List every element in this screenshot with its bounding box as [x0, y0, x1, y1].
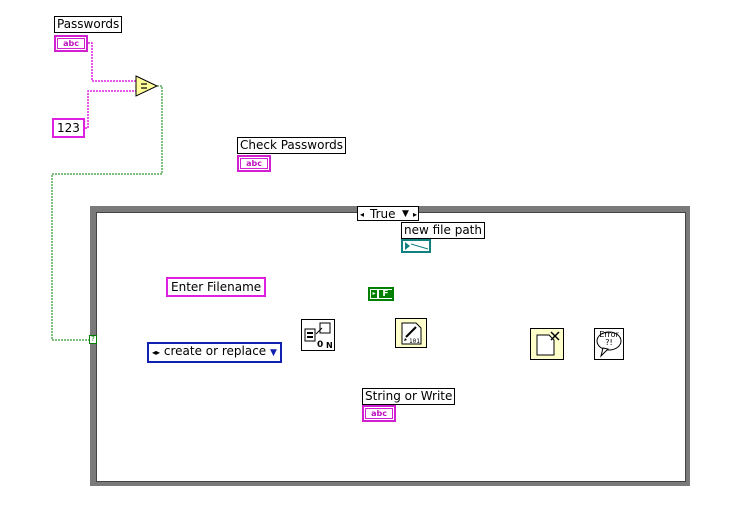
close-file-icon — [536, 331, 560, 356]
create-or-replace-value: create or replace — [163, 344, 267, 358]
open-create-replace-file-node[interactable]: 0 N — [301, 319, 335, 351]
passwords-wire — [82, 42, 137, 82]
write-binary-file-node[interactable]: 101 — [395, 318, 427, 348]
case-selector-value: True — [370, 207, 396, 221]
constant-123-wire — [82, 90, 137, 129]
false-constant-value: F — [379, 290, 392, 299]
error-handler-text: Error ?! — [599, 330, 619, 347]
enum-dropdown-icon[interactable]: ▼ — [270, 348, 277, 358]
close-file-node[interactable] — [530, 328, 564, 360]
check-passwords-terminal[interactable]: abc — [237, 155, 271, 172]
string-or-write-label: String or Write — [362, 388, 456, 405]
open-file-icon: 0 N — [304, 322, 333, 350]
passwords-label: Passwords — [54, 16, 123, 33]
boolean-icon: ▸ — [371, 290, 377, 298]
equal-output-wire — [51, 85, 163, 341]
check-passwords-label: Check Passwords — [237, 137, 347, 154]
new-file-path-terminal[interactable] — [401, 239, 431, 253]
string-or-write-terminal[interactable]: abc — [362, 405, 396, 422]
passwords-terminal-type: abc — [57, 38, 85, 49]
check-passwords-terminal-type: abc — [240, 158, 268, 169]
create-or-replace-enum[interactable]: ◂▸ create or replace ▼ — [147, 342, 282, 363]
selector-increment-icon[interactable]: ▸ — [413, 210, 418, 219]
selector-decrement-icon[interactable]: ◂ — [360, 210, 365, 219]
enter-filename-constant[interactable]: Enter Filename — [166, 277, 267, 297]
enum-decrement-icon[interactable]: ◂▸ — [152, 348, 161, 357]
equal-comparator-icon[interactable] — [135, 75, 159, 97]
false-constant[interactable]: ▸ F — [368, 287, 394, 301]
svg-text:0: 0 — [317, 340, 323, 350]
svg-text:101: 101 — [409, 338, 420, 345]
selector-dropdown-icon[interactable]: ▼ — [402, 209, 409, 219]
passwords-terminal[interactable]: abc — [54, 35, 88, 52]
case-selector-terminal[interactable]: ? — [89, 335, 97, 344]
case-selector[interactable]: ◂ True ▼ ▸ — [357, 206, 419, 221]
simple-error-handler-node[interactable]: Error ?! — [594, 328, 624, 360]
write-file-icon: 101 — [401, 322, 422, 345]
new-file-path-label: new file path — [401, 222, 485, 239]
svg-text:N: N — [326, 341, 333, 350]
error-handler-icon — [596, 331, 622, 358]
path-icon — [405, 242, 429, 250]
constant-123[interactable]: 123 — [52, 118, 85, 138]
string-or-write-terminal-type: abc — [365, 408, 393, 419]
